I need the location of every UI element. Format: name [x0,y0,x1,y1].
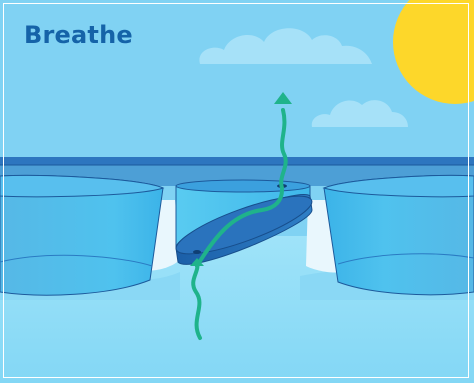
nostril [193,250,201,254]
page-title: Breathe [24,20,133,50]
ice-top [0,157,474,165]
